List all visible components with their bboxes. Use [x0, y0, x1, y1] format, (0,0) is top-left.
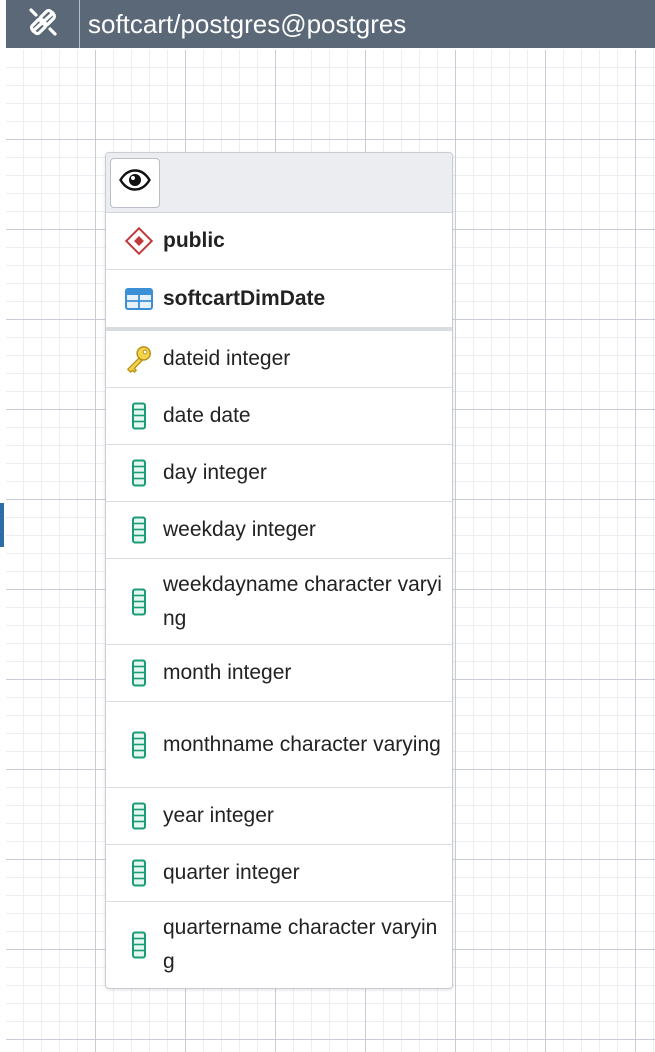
column-label: weekdayname character varying [163, 572, 442, 630]
table-name: softcartDimDate [163, 286, 326, 310]
column-row[interactable]: weekdayname character varying [106, 559, 452, 645]
column-row[interactable]: day integer [106, 445, 452, 502]
column-icon [124, 802, 154, 830]
column-label: dateid integer [163, 347, 291, 370]
column-row[interactable]: quartername character varying [106, 902, 452, 988]
schema-label: public [163, 229, 225, 252]
column-row[interactable]: weekday integer [106, 502, 452, 559]
column-icon [124, 859, 154, 887]
plug-disconnected-icon [25, 4, 61, 45]
tab-header: softcart/postgres@postgres [6, 0, 655, 48]
column-icon [124, 516, 154, 544]
node-toolbar [106, 153, 452, 213]
column-label: weekday integer [163, 518, 316, 541]
toggle-details-button[interactable] [110, 157, 160, 208]
column-row[interactable]: month integer [106, 645, 452, 702]
column-label: quartername character varying [163, 916, 438, 973]
table-node[interactable]: public softcartDimDate dateid integer d [105, 152, 453, 989]
column-label: month integer [163, 661, 292, 684]
column-label: date date [163, 404, 251, 427]
column-label: monthname character varying [163, 732, 441, 756]
column-row[interactable]: year integer [106, 788, 452, 845]
column-icon [124, 459, 154, 487]
connection-status-button[interactable] [6, 0, 80, 48]
selection-marker [0, 503, 4, 547]
table-name-row: softcartDimDate [106, 270, 452, 331]
table-icon [124, 287, 154, 311]
column-icon [124, 659, 154, 687]
column-label: day integer [163, 461, 267, 484]
column-label: year integer [163, 804, 274, 827]
column-row[interactable]: quarter integer [106, 845, 452, 902]
schema-icon [124, 226, 154, 256]
column-row[interactable]: monthname character varying [106, 702, 452, 788]
connection-title: softcart/postgres@postgres [88, 8, 407, 39]
column-icon [124, 731, 154, 759]
column-icon [124, 402, 154, 430]
schema-row: public [106, 213, 452, 270]
column-row[interactable]: date date [106, 388, 452, 445]
column-icon [124, 588, 154, 616]
column-label: quarter integer [163, 861, 300, 884]
column-icon [124, 931, 154, 959]
column-row[interactable]: dateid integer [106, 331, 452, 388]
eye-icon [119, 169, 151, 196]
key-icon [124, 343, 154, 375]
